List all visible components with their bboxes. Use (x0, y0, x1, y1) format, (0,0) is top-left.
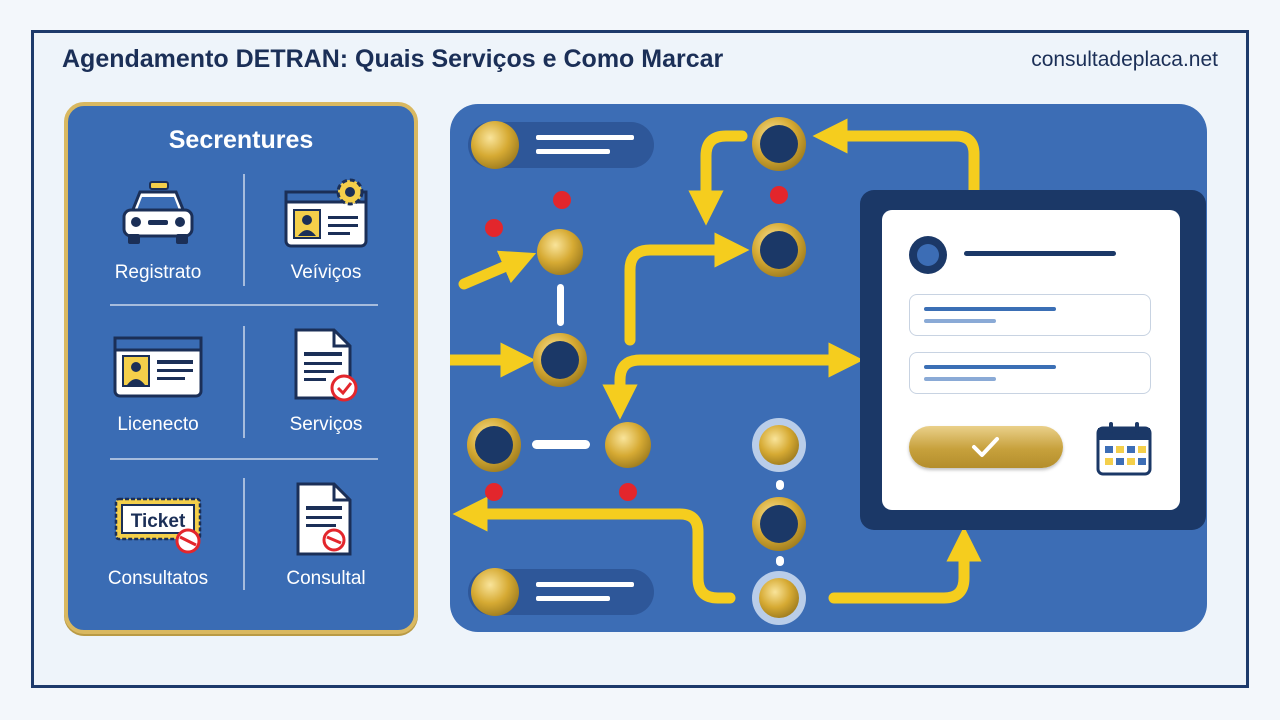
flow-arrow (624, 232, 750, 346)
flow-node (533, 333, 587, 387)
flow-arrow (452, 496, 736, 604)
flow-node (752, 497, 806, 551)
flow-arrow (602, 354, 840, 420)
flow-arrow (812, 118, 980, 196)
service-label-veivicos: Veíviços (290, 262, 362, 283)
step-card-top (468, 121, 654, 169)
grid-divider (243, 326, 245, 438)
page-title: Agendamento DETRAN: Quais Serviços e Com… (62, 45, 724, 73)
flow-arrow (458, 250, 537, 290)
flow-node (605, 422, 651, 468)
flow-node (467, 418, 521, 472)
flow-node (752, 223, 806, 277)
calendar-icon[interactable] (1094, 420, 1154, 478)
document-check-icon (294, 328, 358, 402)
grid-divider (243, 478, 245, 590)
services-panel-title: Secrentures (168, 126, 314, 154)
connector (776, 556, 784, 566)
ticket-icon-text: Ticket (131, 511, 186, 532)
step-card-bottom (468, 568, 654, 616)
appointment-form-card (860, 190, 1206, 530)
service-label-licenecto: Licenecto (117, 414, 199, 435)
form-field-2[interactable] (909, 352, 1151, 394)
services-panel: Secrentures Registrato Veíviços (64, 102, 418, 634)
red-markers (485, 186, 788, 501)
license-card-icon (113, 336, 203, 398)
avatar (909, 236, 947, 274)
connector (557, 284, 564, 326)
check-icon (972, 437, 999, 457)
flow-diagram (450, 117, 982, 625)
flow-node (752, 117, 806, 171)
service-label-servicos: Serviços (289, 414, 363, 435)
confirm-button[interactable] (909, 426, 1063, 468)
flow-node (537, 229, 583, 275)
service-label-consultal: Consultal (286, 568, 366, 589)
flow-arrow (828, 526, 982, 604)
ticket-icon: Ticket (114, 497, 202, 554)
id-card-gear-icon (284, 178, 368, 248)
connector (776, 480, 784, 490)
grid-divider (110, 304, 378, 306)
document-stamp-icon (296, 482, 352, 556)
flow-arrow (688, 130, 748, 226)
flow-node (752, 418, 806, 472)
grid-divider (110, 458, 378, 460)
service-label-consultatos: Consultatos (107, 568, 209, 589)
car-icon (122, 181, 194, 244)
service-label-registrato: Registrato (114, 262, 202, 283)
connector (532, 440, 590, 449)
grid-divider (243, 174, 245, 286)
site-name: consultadeplaca.net (1031, 48, 1218, 71)
appointment-form (882, 210, 1180, 510)
flow-node (752, 571, 806, 625)
form-field-1[interactable] (909, 294, 1151, 336)
form-heading-line (964, 251, 1116, 256)
